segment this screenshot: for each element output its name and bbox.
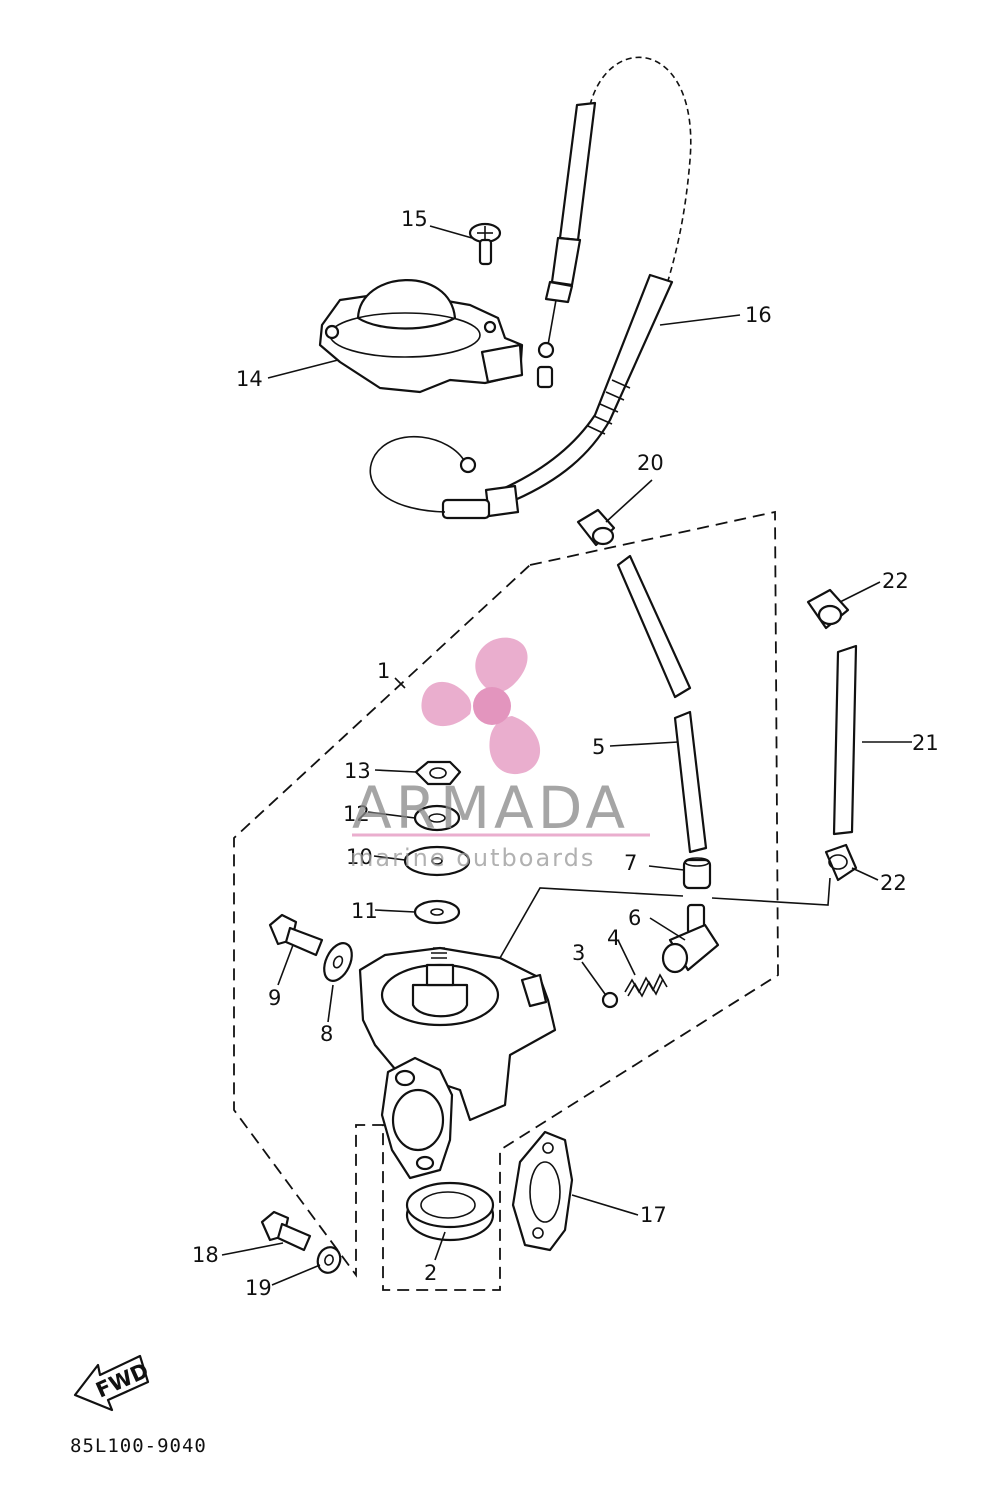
bolt-9	[268, 913, 324, 957]
diaphragm-10	[403, 845, 471, 877]
callout-4: 4	[607, 926, 620, 950]
callout-15: 15	[401, 207, 428, 231]
callout-10: 10	[346, 845, 373, 869]
fwd-arrow: FWD	[73, 1354, 152, 1412]
callout-12: 12	[343, 802, 370, 826]
collar-20	[576, 508, 616, 547]
callout-1: 1	[377, 659, 390, 683]
clip-22-bottom	[824, 843, 858, 882]
watermark: ARMADA marine outboards	[350, 637, 650, 872]
callout-11: 11	[351, 899, 378, 923]
ball-3	[601, 991, 619, 1009]
washer-11	[413, 899, 461, 925]
callout-16: 16	[745, 303, 772, 327]
assembly-boundary	[233, 510, 779, 1291]
cover-14	[318, 279, 524, 394]
callout-7: 7	[624, 851, 637, 875]
spring-4	[624, 973, 668, 998]
hose-5	[616, 554, 708, 854]
cable-end-rod	[536, 101, 597, 389]
pump-body	[358, 946, 557, 1180]
callout-19: 19	[245, 1276, 272, 1300]
callout-8: 8	[320, 1022, 333, 1046]
seal-2	[405, 1181, 495, 1242]
callout-3: 3	[572, 941, 585, 965]
washer-19	[316, 1246, 342, 1274]
bolt-18	[260, 1210, 312, 1252]
throttle-cable	[589, 56, 692, 301]
clip-22-top	[806, 588, 850, 630]
nut-13	[414, 760, 462, 786]
cable-16	[369, 273, 674, 520]
watermark-tagline: marine outboards	[350, 844, 595, 872]
drawing-code: 85L100-9040	[70, 1435, 207, 1457]
callout-2: 2	[424, 1261, 437, 1285]
elbow-6	[661, 903, 720, 974]
clip-7	[682, 857, 712, 890]
callout-18: 18	[192, 1243, 219, 1267]
callout-14: 14	[236, 367, 263, 391]
callout-22-top: 22	[882, 569, 909, 593]
callout-13: 13	[344, 759, 371, 783]
washer-8	[323, 942, 353, 982]
gasket-17	[511, 1130, 574, 1252]
propeller-logo-icon	[421, 637, 541, 775]
watermark-brand: ARMADA	[352, 774, 629, 842]
screw-15	[468, 222, 502, 266]
callout-17: 17	[640, 1203, 667, 1227]
hose-21	[832, 644, 858, 836]
leader-lines	[221, 225, 912, 1286]
callout-6: 6	[628, 906, 641, 930]
callout-22-bottom: 22	[880, 871, 907, 895]
callout-20: 20	[637, 451, 664, 475]
callout-labels: 15 14 16 20 22 1 5 21 13 12 10 7 22 11 6…	[192, 207, 939, 1300]
connector-line	[499, 877, 831, 959]
callout-5: 5	[592, 735, 605, 759]
callout-9: 9	[268, 986, 281, 1010]
callout-21: 21	[912, 731, 939, 755]
